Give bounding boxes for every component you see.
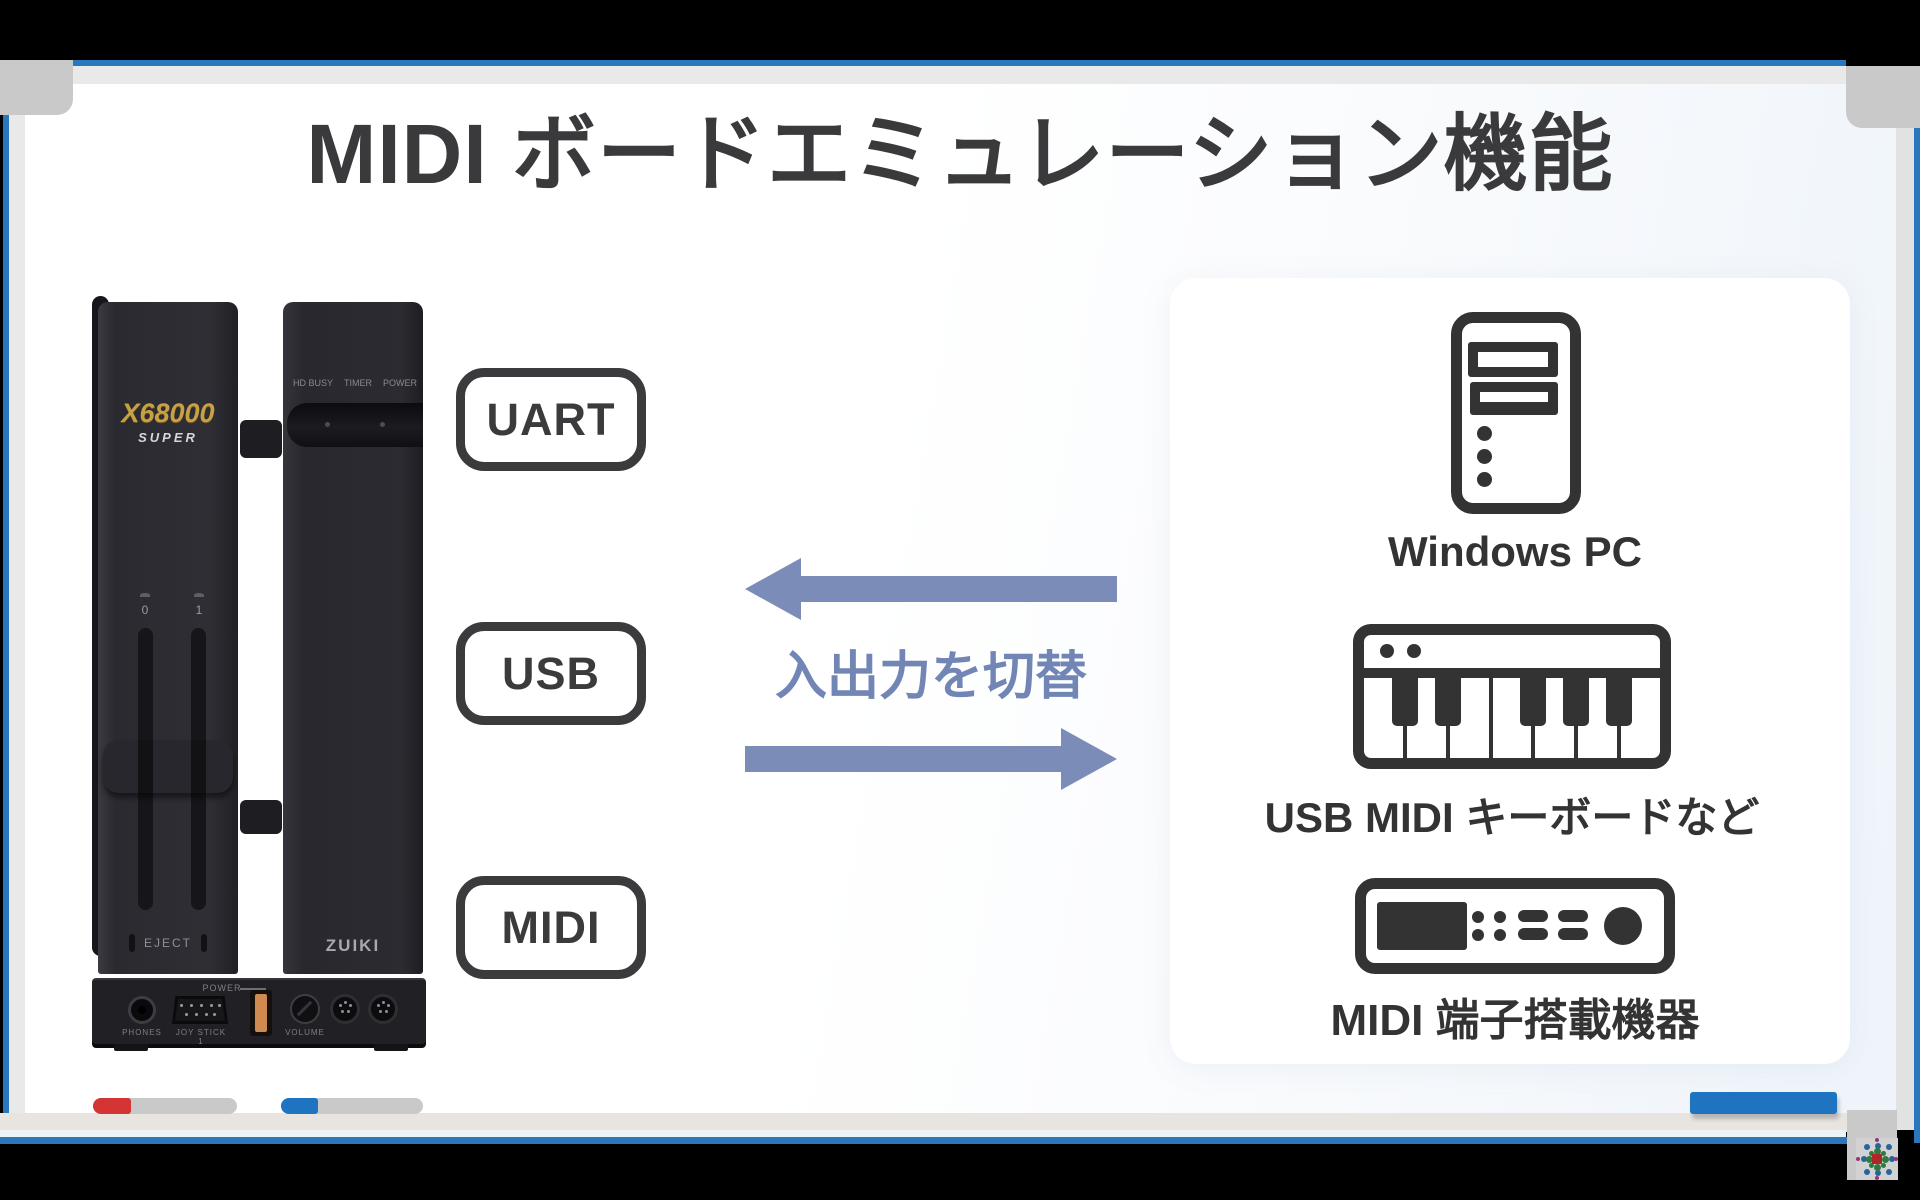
progress-bar-red [93, 1098, 237, 1114]
frame-top-strip [73, 66, 1846, 84]
frame-bottom-accent [0, 1137, 1856, 1144]
indicator-led-1 [325, 422, 330, 427]
frame-left-accent [3, 115, 9, 1143]
device-base-unit: PHONES JOY STICK 1 POWER VOLUME [92, 978, 426, 1046]
x68000-device-illustration: X68000 SUPER 0 1 EJECT HD BUSY TIMER POW… [92, 296, 432, 1056]
power-switch-label: POWER [202, 983, 242, 993]
progress-bar-blue [281, 1098, 423, 1114]
drive0-number: 0 [141, 603, 149, 617]
frame-bottom-light-strip [0, 1130, 1846, 1137]
io-switch-label: 入出力を切替 [774, 648, 1087, 706]
slide-title: MIDI ボードエミュレーション機能 [306, 107, 1614, 201]
device-handle-connector-bottom [240, 800, 282, 834]
port-box-uart: UART [456, 368, 646, 471]
midi-rack-icon [1355, 878, 1675, 974]
indicator-led-2 [380, 422, 385, 427]
midi-din-port-1 [330, 994, 360, 1024]
midi-din-port-2 [368, 994, 398, 1024]
eject-tick-right [201, 934, 207, 952]
timer-label: TIMER [344, 378, 372, 388]
frame-top-accent [72, 60, 1846, 66]
arrow-left-icon [745, 558, 1117, 620]
port-box-midi: MIDI [456, 876, 646, 979]
indicator-labels: HD BUSY TIMER POWER [293, 378, 417, 388]
joystick-label: JOY STICK 1 [175, 1028, 227, 1046]
x68000-logo: X68000 [121, 398, 215, 428]
desktop-pc-icon [1451, 312, 1581, 514]
port-box-usb: USB [456, 622, 646, 725]
eject-row: EJECT [98, 934, 238, 952]
phones-jack [128, 996, 156, 1024]
drive1-number: 1 [195, 603, 203, 617]
drive0-slot-notch [138, 740, 153, 793]
x68000-super-label: SUPER [138, 430, 198, 445]
drive-slider [103, 740, 233, 793]
joystick-port-inner [175, 999, 225, 1021]
midi-equipment-label: MIDI 端子搭載機器 [1330, 996, 1700, 1045]
bottom-right-blue-bar [1690, 1092, 1837, 1114]
device-foot-right [374, 1044, 408, 1051]
power-led-label: POWER [382, 378, 417, 388]
usb-midi-keyboard-label: USB MIDI キーボードなど [1264, 794, 1760, 841]
frame-left-strip [9, 115, 25, 1135]
power-pointer-line [240, 988, 266, 990]
hd-busy-label: HD BUSY [293, 378, 334, 388]
indicator-bar [287, 403, 423, 447]
device-handle-connector-top [240, 420, 282, 458]
frame-bottom-strip [0, 1113, 1856, 1132]
drive1-slot-notch [191, 740, 206, 793]
power-switch [255, 994, 267, 1032]
drive1-led [194, 593, 204, 597]
windows-pc-label: Windows PC [1388, 528, 1642, 575]
frame-right-accent [1914, 128, 1920, 1143]
device-foot-left [114, 1044, 148, 1051]
eject-tick-left [128, 934, 135, 952]
eject-label: EJECT [143, 936, 192, 950]
drive0-led [140, 593, 150, 597]
device-left-tower: X68000 SUPER 0 1 EJECT [98, 302, 238, 974]
phones-label: PHONES [122, 1028, 162, 1037]
zuiki-brand-label: ZUIKI [325, 936, 381, 955]
midi-keyboard-icon [1353, 624, 1671, 769]
frame-right-strip [1896, 128, 1914, 1130]
frame-corner-top-right [1846, 66, 1920, 128]
device-right-tower: HD BUSY TIMER POWER ZUIKI [283, 302, 423, 974]
volume-knob [290, 994, 320, 1024]
volume-label: VOLUME [285, 1028, 325, 1037]
arrow-right-icon [745, 728, 1117, 790]
fiducial-marker-icon [1856, 1138, 1898, 1180]
frame-corner-top-left [0, 60, 73, 115]
